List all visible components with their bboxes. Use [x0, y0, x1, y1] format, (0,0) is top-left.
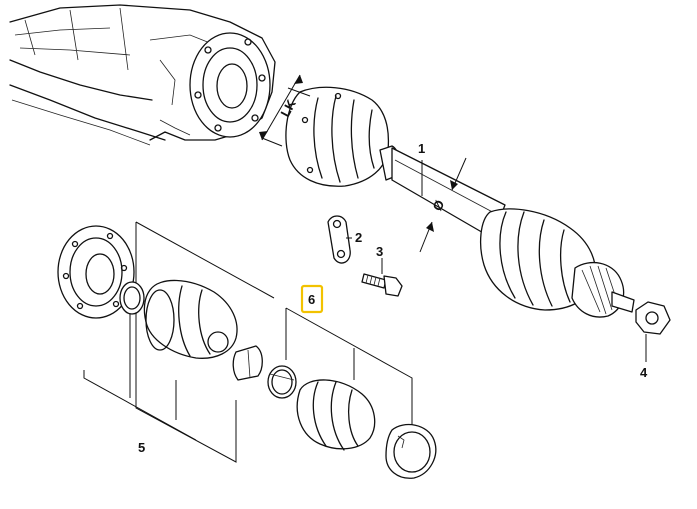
lock-plate-part-2 [327, 215, 352, 264]
differential-housing [9, 4, 276, 146]
part-1-label: 1 [418, 141, 425, 156]
joint-length-dimension: LK [259, 74, 311, 147]
part-6-label: 6 [308, 292, 315, 307]
bolt-part-3 [361, 258, 403, 297]
outer-boot-kit-part-6 [267, 307, 437, 479]
part-5-label: 5 [138, 440, 145, 455]
part-6-highlight [300, 284, 324, 314]
drive-shaft-assembly [285, 86, 635, 318]
part-4-label: 4 [640, 365, 648, 380]
part-3-label: 3 [376, 244, 383, 259]
joint-length-label: LK [277, 97, 299, 120]
nut-part-4 [635, 301, 671, 362]
inner-joint-kit-part-5 [57, 221, 275, 463]
part-2-label: 2 [355, 230, 362, 245]
